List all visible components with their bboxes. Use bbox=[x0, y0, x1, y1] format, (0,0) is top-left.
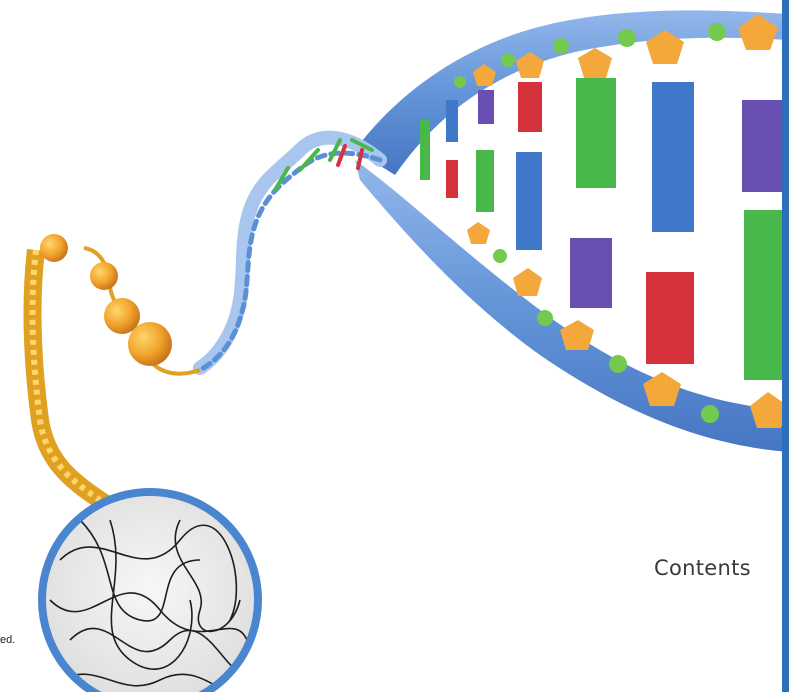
phosphate-dot bbox=[701, 405, 719, 423]
base-pair-bar bbox=[420, 120, 430, 180]
base-pair-bar bbox=[646, 272, 694, 364]
base-pair-bar bbox=[652, 82, 694, 232]
cropped-text-fragment: ed. bbox=[0, 634, 15, 646]
base-pair-bar bbox=[570, 238, 612, 308]
phosphate-dot bbox=[708, 23, 726, 41]
nucleus bbox=[42, 492, 260, 692]
sugar-pentagon bbox=[578, 48, 612, 78]
base-pair-bar bbox=[446, 100, 458, 142]
base-pair-bar bbox=[576, 78, 616, 188]
phosphate-dot bbox=[493, 249, 507, 263]
phosphate-dot bbox=[454, 76, 466, 88]
narrow-helix-strand bbox=[200, 138, 380, 368]
base-pair-bar bbox=[518, 82, 542, 132]
phosphate-dot bbox=[553, 38, 569, 54]
narrow-helix bbox=[200, 138, 380, 370]
base-pair-bar bbox=[516, 152, 542, 250]
chromatin-column bbox=[33, 250, 150, 530]
sugar-pentagon bbox=[513, 268, 542, 296]
phosphate-dot bbox=[618, 29, 636, 47]
contents-heading: Contents bbox=[654, 556, 751, 580]
phosphate-dot bbox=[537, 310, 553, 326]
base-pair-bar bbox=[476, 150, 494, 212]
nucleosome bbox=[128, 322, 172, 366]
text-panel bbox=[352, 516, 782, 692]
base-pair-bar bbox=[446, 160, 458, 198]
chromatin-fiber bbox=[33, 234, 200, 530]
base-pair-bar bbox=[478, 90, 494, 124]
nucleosome bbox=[90, 262, 118, 290]
sugar-pentagon bbox=[467, 222, 490, 244]
nucleosome bbox=[40, 234, 68, 262]
phosphate-dot bbox=[501, 53, 515, 67]
sugar-pentagon bbox=[560, 320, 594, 350]
page-edge-rule bbox=[782, 0, 789, 692]
phosphate-dot bbox=[609, 355, 627, 373]
